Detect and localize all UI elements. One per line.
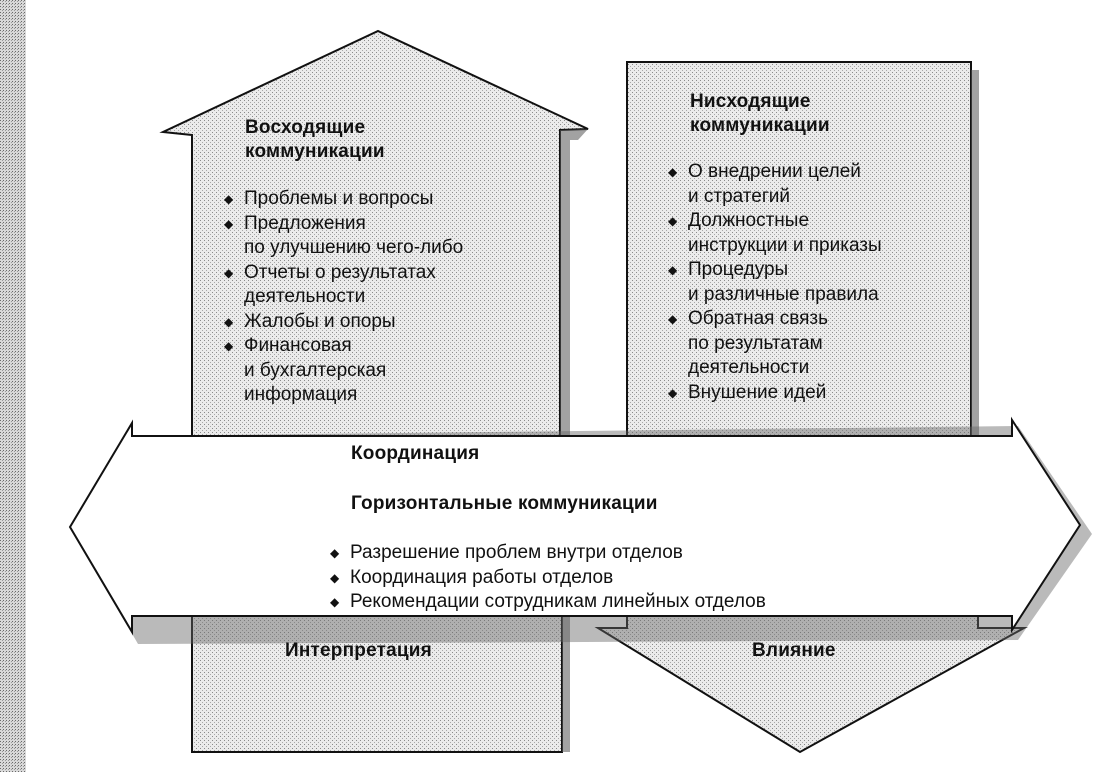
interpretation-block-shadow [562,612,570,752]
downward-list: О внедрении целей и стратегий Должностны… [668,160,968,405]
upward-title: Восходящие коммуникации [245,117,385,162]
coordination-label: Координация [351,443,480,464]
list-item: Проблемы и вопросы [224,187,544,212]
page-edge-shadow [0,0,26,772]
downward-box-shadow [971,70,979,440]
list-item: Отчеты о результатах деятельности [224,261,544,310]
influence-label: Влияние [752,640,836,661]
horizontal-list: Разрешение проблем внутри отделов Коорди… [330,541,890,615]
list-item: О внедрении целей и стратегий [668,160,968,209]
list-item: Рекомендации сотрудникам линейных отдело… [330,590,890,615]
interpretation-block-shape [191,604,563,753]
list-item: Финансовая и бухгалтерская информация [224,334,544,408]
list-item: Жалобы и опоры [224,310,544,335]
list-item: Внушение идей [668,381,968,406]
upward-arrow-shadow [560,129,588,440]
horizontal-title: Горизонтальные коммуникации [351,493,658,514]
upward-list: Проблемы и вопросы Предложения по улучше… [224,187,544,408]
list-item: Обратная связь по результатам деятельнос… [668,307,968,381]
list-item: Координация работы отделов [330,566,890,591]
list-item: Предложения по улучшению чего-либо [224,212,544,261]
downward-title: Нисходящие коммуникации [690,91,830,136]
interpretation-label: Интерпретация [285,640,432,661]
list-item: Должностные инструкции и приказы [668,209,968,258]
list-item: Процедуры и различные правила [668,258,968,307]
list-item: Разрешение проблем внутри отделов [330,541,890,566]
